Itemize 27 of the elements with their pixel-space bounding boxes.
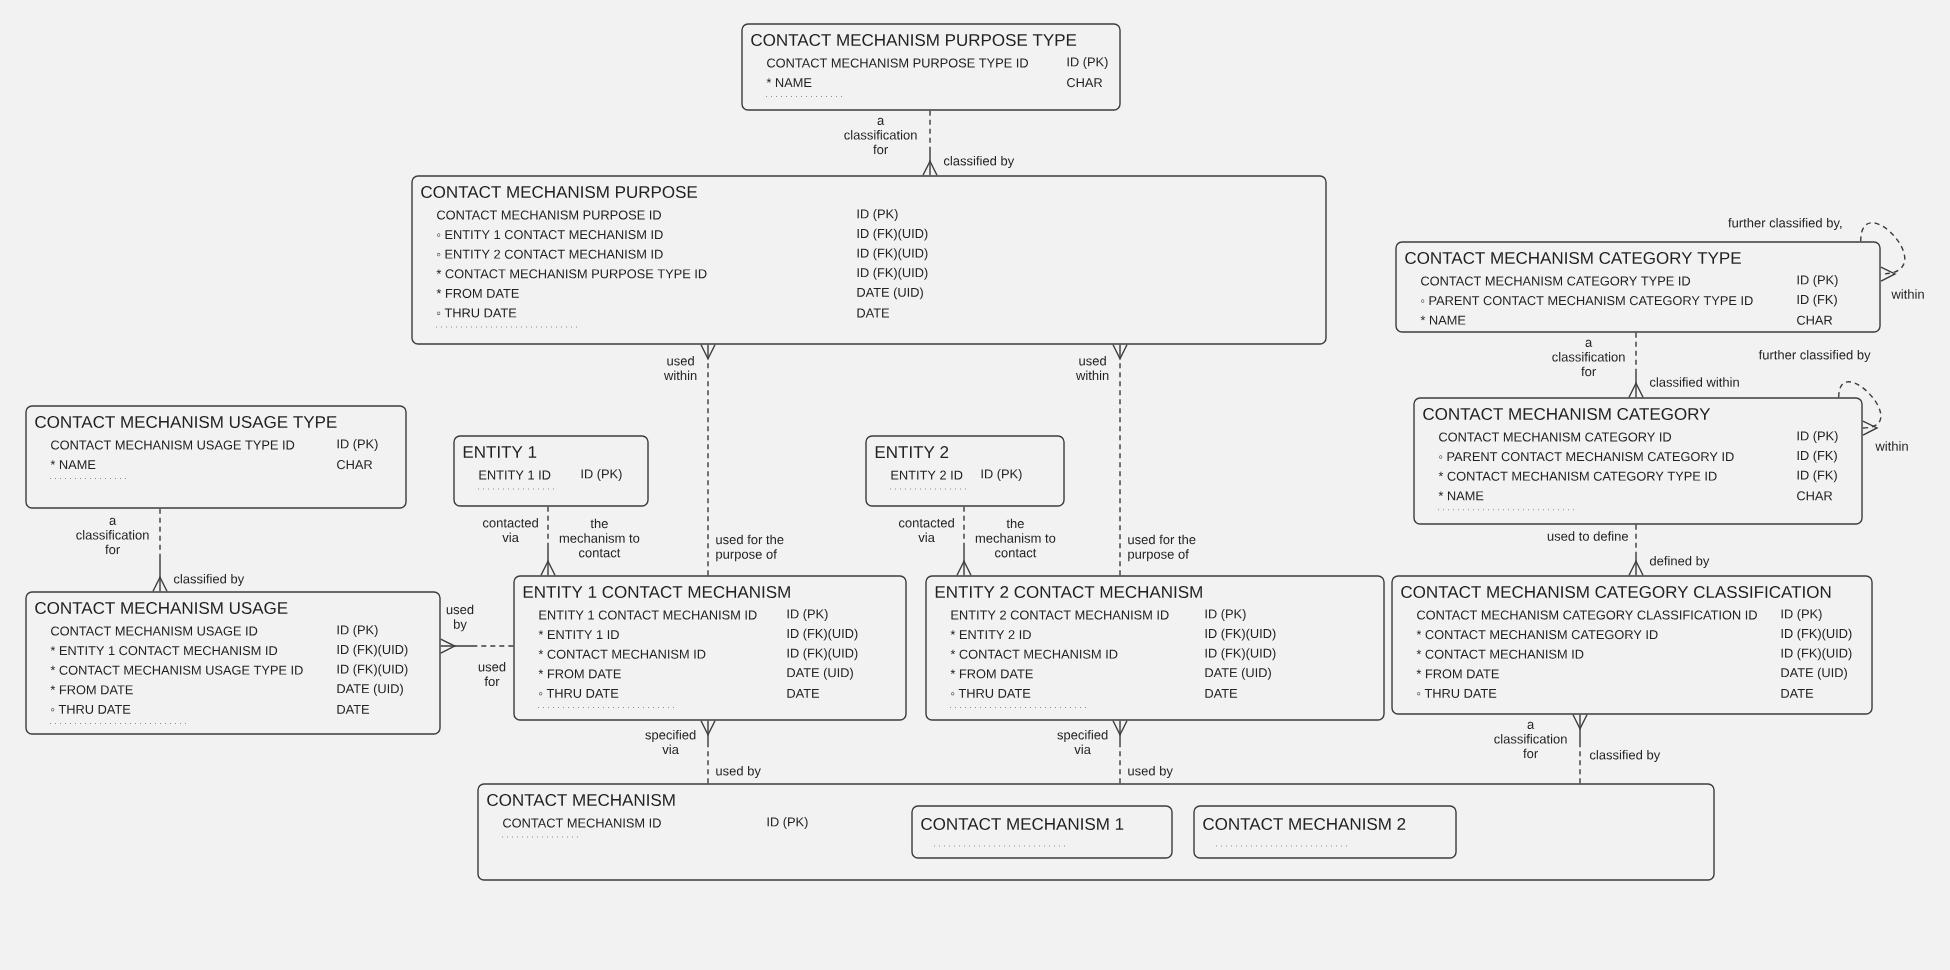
entity-name: CONTACT MECHANISM 1: [921, 818, 1124, 830]
entity-name: CONTACT MECHANISM CATEGORY CLASSIFICATION: [1401, 586, 1831, 598]
entity-name: ENTITY 2: [875, 446, 949, 458]
entity-name: CONTACT MECHANISM 2: [1203, 818, 1406, 830]
relationship-line: [1112, 720, 1128, 784]
relationship-line: [700, 344, 716, 576]
entity-name: CONTACT MECHANISM CATEGORY TYPE: [1405, 252, 1741, 264]
relationship-line: [540, 506, 556, 576]
entity-name: CONTACT MECHANISM USAGE: [35, 602, 288, 614]
entity-name: ENTITY 1: [463, 446, 537, 458]
relationship-line: [1628, 524, 1644, 576]
relationship-line: [1572, 714, 1588, 784]
entity-name: ENTITY 1 CONTACT MECHANISM: [523, 586, 790, 598]
relationship-line: [440, 638, 514, 654]
relationship-line: [152, 508, 168, 592]
entity-name: CONTACT MECHANISM: [487, 794, 675, 806]
entity-name: ENTITY 2 CONTACT MECHANISM: [935, 586, 1202, 598]
entity-name: CONTACT MECHANISM CATEGORY: [1423, 408, 1711, 420]
relationship-line: [956, 506, 972, 576]
entity-name: CONTACT MECHANISM PURPOSE TYPE: [751, 34, 1077, 46]
relationship-line: [1838, 381, 1882, 436]
relationship-line: [922, 110, 938, 176]
entity-name: CONTACT MECHANISM PURPOSE: [421, 186, 697, 198]
relationship-line: [700, 720, 716, 784]
entity-name: CONTACT MECHANISM USAGE TYPE: [35, 416, 337, 428]
relationship-line: [1628, 332, 1644, 398]
relationship-line: [1112, 344, 1128, 576]
